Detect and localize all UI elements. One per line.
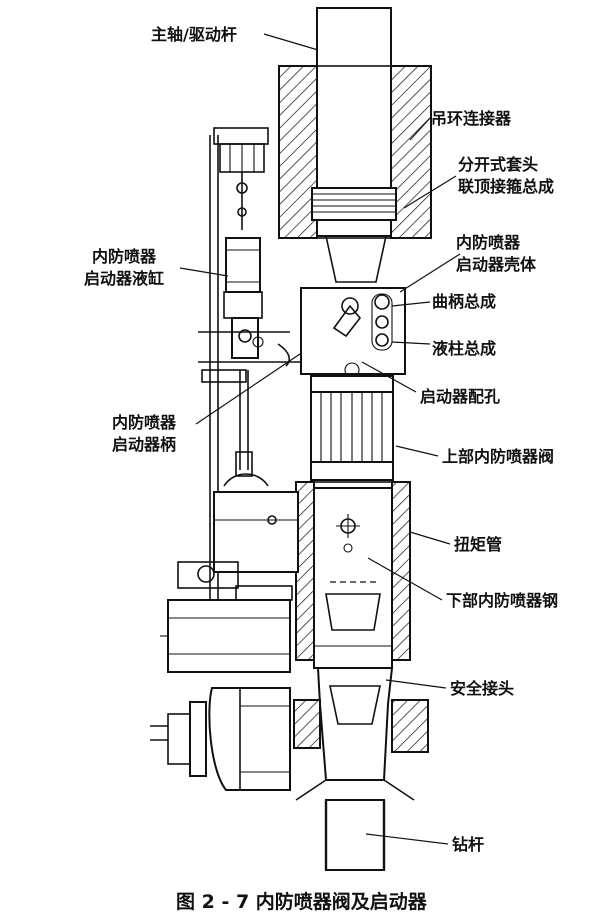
label-spindle: 主轴/驱动杆 — [151, 25, 237, 44]
actuator-cylinder-assembly — [198, 127, 300, 600]
label-drill-pipe: 钻杆 — [452, 835, 484, 854]
upper-ibop-valve — [310, 375, 394, 481]
lower-ibop-valve — [313, 487, 393, 669]
label-actuator-handle-1: 内防喷器 — [112, 413, 177, 432]
label-actuator-housing-1: 内防喷器 — [456, 233, 521, 252]
hydraulic-motor-assembly — [150, 585, 293, 791]
actuator-handle — [177, 370, 299, 589]
drill-pipe — [295, 779, 415, 871]
safety-joint — [293, 667, 429, 781]
label-split-sleeve-2: 联顶接箍总成 — [458, 177, 554, 196]
actuator-housing — [300, 287, 406, 378]
label-actuator-fit-hole: 启动器配孔 — [420, 387, 500, 406]
figure-caption: 图 2 - 7 内防喷器阀及启动器 — [176, 890, 428, 913]
label-split-sleeve-1: 分开式套头 — [458, 155, 538, 174]
label-cylinder-left-1: 内防喷器 — [92, 247, 157, 266]
label-lower-ibop-valve: 下部内防喷器钢 — [446, 591, 558, 610]
split-sleeve-coupling — [311, 187, 397, 283]
label-safety-joint: 安全接头 — [450, 679, 514, 698]
label-upper-ibop-valve: 上部内防喷器阀 — [442, 447, 554, 466]
label-piston-assembly: 液柱总成 — [432, 339, 496, 358]
label-crank-assembly: 曲柄总成 — [432, 292, 496, 311]
label-torque-tube: 扭矩管 — [454, 535, 502, 554]
label-actuator-housing-2: 启动器壳体 — [456, 255, 537, 274]
bail-connector — [278, 65, 432, 239]
label-actuator-handle-2: 启动器柄 — [112, 435, 176, 454]
leader-lines — [179, 33, 461, 845]
label-cylinder-left-2: 启动器液缸 — [84, 269, 164, 288]
label-bail-connector: 吊环连接器 — [431, 109, 512, 128]
